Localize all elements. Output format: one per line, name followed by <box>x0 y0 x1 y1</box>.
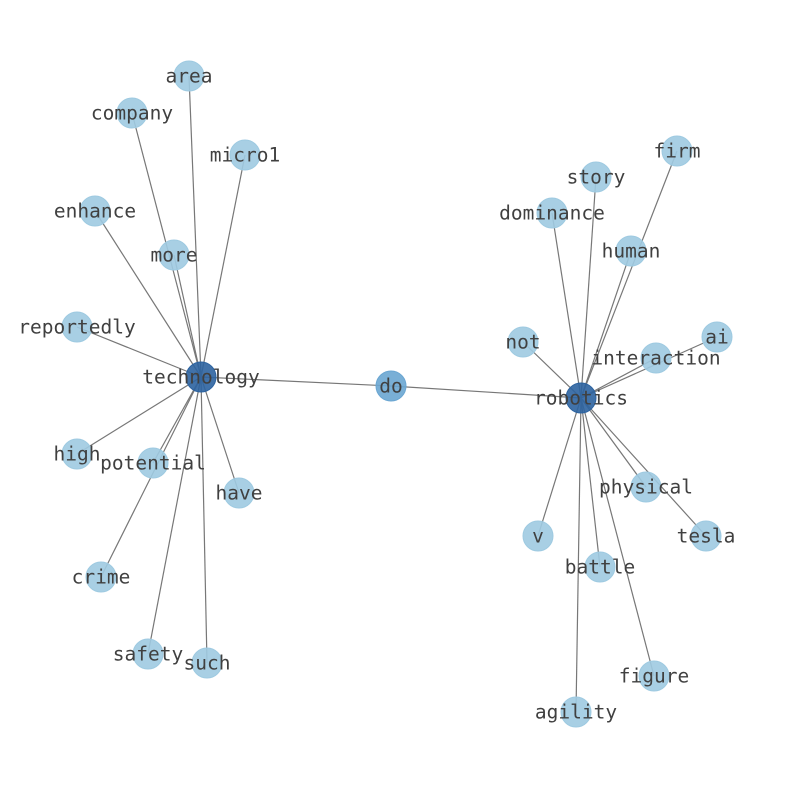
node-story <box>580 161 612 193</box>
node-micro1 <box>229 139 261 171</box>
node-label-such: such <box>184 652 231 675</box>
node-label-tesla: tesla <box>677 525 736 548</box>
edge-robotics-firm <box>580 150 678 399</box>
node-dominance <box>536 197 568 229</box>
node-safety <box>132 638 164 670</box>
node-interaction <box>640 342 672 374</box>
node-label-more: more <box>151 244 198 267</box>
node-label-physical: physical <box>599 476 693 499</box>
edge-technology-area <box>188 75 202 378</box>
node-such <box>191 647 223 679</box>
edges-layer <box>76 75 718 713</box>
edge-robotics-story <box>580 176 597 399</box>
node-label-dominance: dominance <box>499 202 605 225</box>
node-label-firm: firm <box>654 140 701 163</box>
node-do <box>375 370 407 402</box>
node-label-interaction: interaction <box>591 347 720 370</box>
node-label-battle: battle <box>565 556 635 579</box>
edge-technology-reportedly <box>76 326 202 378</box>
node-tesla <box>690 520 722 552</box>
node-label-human: human <box>602 240 661 263</box>
edge-technology-safety <box>147 376 202 655</box>
node-ai <box>701 321 733 353</box>
node-label-not: not <box>505 331 540 354</box>
edge-robotics-dominance <box>551 212 582 399</box>
node-enhance <box>79 195 111 227</box>
node-crime <box>85 561 117 593</box>
node-label-area: area <box>166 65 213 88</box>
node-label-story: story <box>567 166 626 189</box>
node-label-ai: ai <box>705 326 728 349</box>
node-technology <box>185 361 217 393</box>
node-label-potential: potential <box>100 452 206 475</box>
node-area <box>173 60 205 92</box>
edge-robotics-v <box>537 397 582 537</box>
edge-technology-do <box>200 376 392 387</box>
node-label-company: company <box>91 102 173 125</box>
node-label-have: have <box>216 482 263 505</box>
node-label-high: high <box>54 443 101 466</box>
nodes-layer <box>61 60 733 728</box>
edge-technology-micro1 <box>200 154 246 378</box>
edge-do-robotics <box>390 385 582 399</box>
node-battle <box>584 551 616 583</box>
node-agility <box>560 696 592 728</box>
node-label-reportedly: reportedly <box>18 316 135 339</box>
node-label-enhance: enhance <box>54 200 136 223</box>
node-label-robotics: robotics <box>534 387 628 410</box>
edge-technology-potential <box>152 376 202 464</box>
node-figure <box>638 660 670 692</box>
node-potential <box>137 447 169 479</box>
labels-layer: technology robotics do area company micro1 enh… <box>18 65 735 724</box>
edge-technology-more <box>173 254 202 378</box>
node-more <box>158 239 190 271</box>
edge-technology-such <box>200 376 208 664</box>
edge-technology-have <box>200 376 240 494</box>
node-reportedly <box>61 311 93 343</box>
edge-robotics-human <box>580 250 632 399</box>
edge-technology-enhance <box>94 210 202 378</box>
node-label-figure: figure <box>619 665 689 688</box>
edge-robotics-physical <box>580 397 647 488</box>
node-human <box>615 235 647 267</box>
node-have <box>223 477 255 509</box>
edge-technology-high <box>76 376 202 455</box>
node-label-technology: technology <box>142 366 259 389</box>
node-label-agility: agility <box>535 701 617 724</box>
node-label-do: do <box>379 375 402 398</box>
node-label-safety: safety <box>113 643 183 666</box>
node-v <box>522 520 554 552</box>
node-label-v: v <box>532 525 544 548</box>
node-label-crime: crime <box>72 566 131 589</box>
edge-robotics-figure <box>580 397 655 677</box>
node-company <box>116 97 148 129</box>
node-not <box>507 326 539 358</box>
edge-robotics-battle <box>580 397 601 568</box>
node-high <box>61 438 93 470</box>
node-robotics <box>565 382 597 414</box>
node-physical <box>630 471 662 503</box>
edge-robotics-agility <box>575 397 582 713</box>
node-firm <box>661 135 693 167</box>
edge-robotics-tesla <box>580 397 707 537</box>
node-label-micro1: micro1 <box>210 144 280 167</box>
